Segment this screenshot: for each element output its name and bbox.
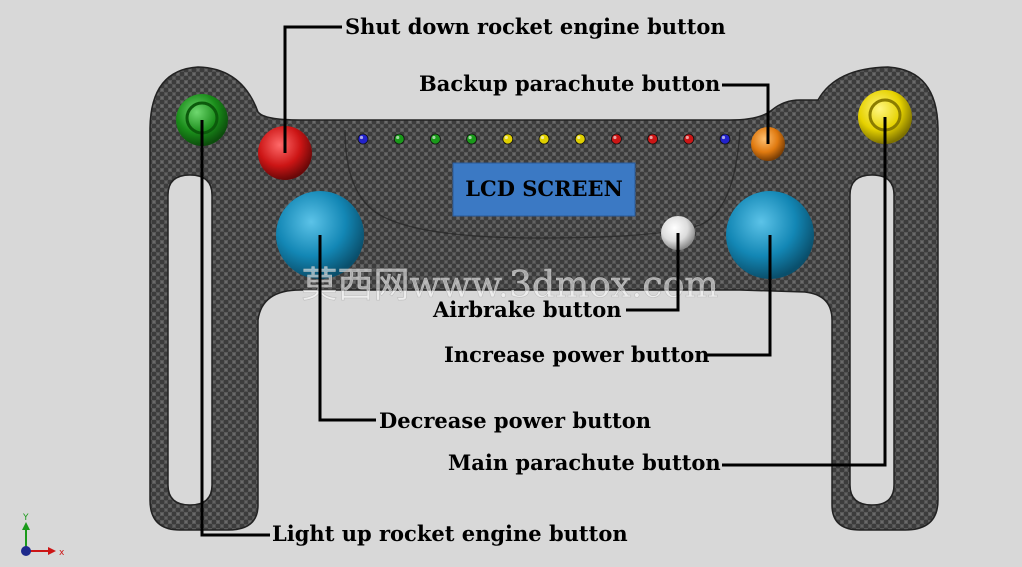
led-highlight — [577, 135, 581, 140]
led-indicator — [466, 133, 478, 145]
label-airbrake: Airbrake button — [432, 297, 622, 322]
led-indicator — [502, 133, 514, 145]
label-increase: Increase power button — [444, 342, 710, 367]
led-highlight — [685, 135, 689, 140]
lcd-label: LCD SCREEN — [465, 176, 623, 201]
lcd-screen: LCD SCREEN — [452, 162, 636, 217]
wheel-body — [149, 66, 939, 531]
label-decrease: Decrease power button — [379, 408, 651, 433]
led-highlight — [396, 135, 400, 140]
leader-shutdown — [283, 25, 342, 153]
label-backup: Backup parachute button — [419, 71, 720, 96]
led-indicator — [647, 133, 658, 145]
leader-backup — [722, 83, 770, 144]
leader-increase — [706, 235, 772, 357]
leader-airbrake — [626, 233, 680, 312]
watermark: 莫西网www.3dmox.com — [301, 265, 718, 306]
led-highlight — [649, 135, 653, 140]
led-highlight — [468, 135, 472, 140]
axis-triad: Y x — [21, 513, 65, 558]
leader-lines — [200, 25, 887, 537]
led-indicator — [393, 133, 405, 145]
axis-x-label: x — [59, 548, 65, 558]
led-indicator — [357, 133, 369, 145]
led-indicator — [611, 133, 622, 145]
led-indicator — [538, 133, 550, 145]
axis-y-label: Y — [22, 513, 29, 523]
leader-decrease — [318, 235, 376, 422]
label-lightup: Light up rocket engine button — [272, 521, 628, 546]
led-indicator — [574, 133, 586, 145]
led-highlight — [540, 135, 545, 140]
led-highlight — [504, 135, 508, 140]
led-highlight — [721, 135, 726, 140]
label-shutdown: Shut down rocket engine button — [345, 14, 726, 39]
led-highlight — [613, 135, 617, 140]
callout-labels: Shut down rocket engine button Backup pa… — [272, 14, 726, 546]
leader-main — [722, 117, 887, 467]
led-highlight — [359, 135, 364, 140]
led-indicator — [719, 133, 731, 145]
led-highlight — [432, 135, 436, 140]
led-indicator — [683, 133, 695, 145]
leader-lightup — [200, 120, 270, 537]
label-main: Main parachute button — [448, 450, 721, 475]
axis-origin-icon — [21, 546, 31, 556]
led-indicator — [429, 133, 441, 145]
led-row — [357, 133, 731, 145]
